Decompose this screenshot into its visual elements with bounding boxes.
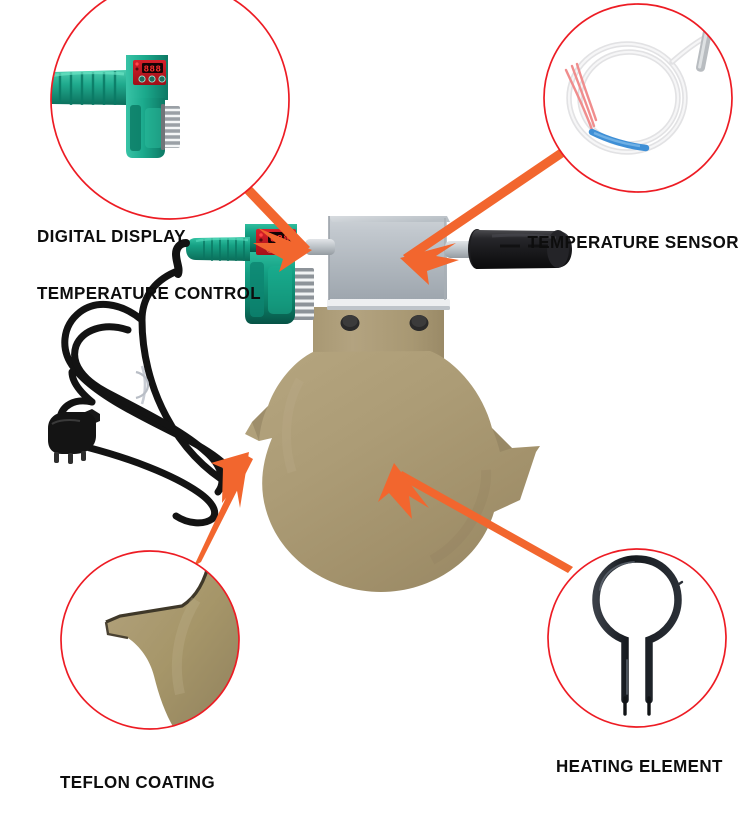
callout-circle-outline (543, 3, 733, 193)
label-heating-element: HEATING ELEMENT (556, 719, 723, 814)
teflon-coating-detail-photo (61, 551, 239, 729)
digital-display-detail-photo: 888 (51, 0, 289, 219)
power-plug (48, 409, 100, 464)
label-digital-display-temperature-control: DIGITAL DISPLAY TEMPERATURE CONTROL (37, 189, 261, 341)
infographic-canvas: 888 (37, 0, 739, 792)
callout-digital-display-temperature-control: 888 (50, 0, 290, 220)
callout-heating-element (547, 548, 727, 728)
label-line-2: TEMPERATURE CONTROL (37, 283, 261, 303)
callout-circle-outline (547, 548, 727, 728)
arrow-teflon-coating (194, 452, 253, 566)
power-cord-group (56, 268, 242, 527)
arrow-temperature-sensor (400, 139, 580, 285)
label-teflon-coating: TEFLON COATING (60, 735, 215, 830)
callout-circle-outline (60, 550, 240, 730)
left-shaft (305, 239, 335, 255)
cord-tie (135, 365, 150, 405)
main-product-illustration: 888 (48, 216, 572, 592)
label-line-1: TEFLON COATING (60, 772, 216, 792)
metal-housing-box (327, 216, 450, 310)
label-line-1: HEATING ELEMENT (556, 756, 723, 776)
arrow-heating-element (378, 463, 573, 573)
heating-element-detail-photo (548, 549, 726, 727)
callout-teflon-coating (60, 550, 240, 730)
black-rubber-handle-assembly (445, 229, 572, 269)
temperature-sensor-detail-photo (544, 4, 732, 192)
callout-temperature-sensor (543, 3, 733, 193)
label-line-1: DIGITAL DISPLAY (37, 226, 186, 246)
label-temperature-sensor: TEMPERATURE SENSOR (528, 195, 739, 290)
callout-circle-outline (50, 0, 290, 220)
label-line-1: TEMPERATURE SENSOR (527, 232, 739, 252)
svg-text:888: 888 (144, 65, 162, 75)
